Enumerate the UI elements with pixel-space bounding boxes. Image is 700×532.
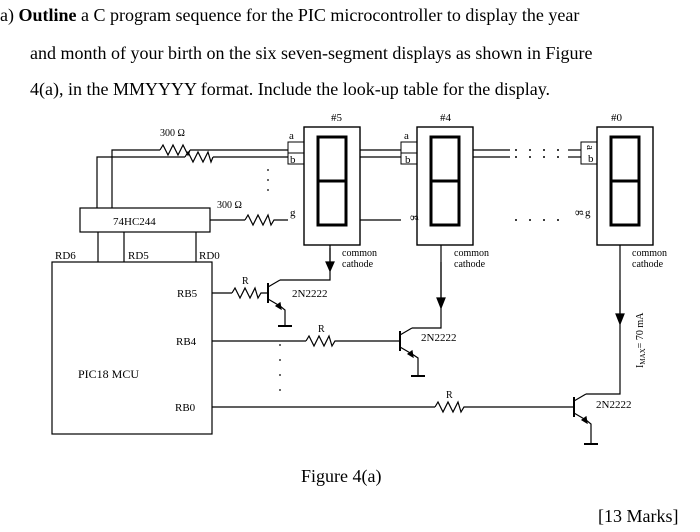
- question-line-1-text: a C program sequence for the PIC microco…: [76, 5, 580, 25]
- cathode-arrow-4-head: [436, 297, 446, 310]
- imax-annotation: IMAX= 70 mA: [635, 312, 647, 368]
- cathode-label-0: cathode: [632, 259, 664, 270]
- question-line-1: a) Outline a C program sequence for the …: [0, 4, 579, 26]
- segment-a-label-0: a: [584, 145, 596, 150]
- svg-text:IMAX= 70 mA: IMAX= 70 mA: [635, 312, 647, 368]
- cathode-label-5: cathode: [342, 259, 374, 270]
- rb4-resistor-label: R: [318, 324, 325, 335]
- q0-collector: [573, 393, 587, 402]
- seven-segment-display-4: [416, 126, 474, 246]
- imax-value: = 70 mA: [635, 312, 646, 348]
- imax-label: I: [635, 365, 646, 368]
- buffer-chip-label: 74HC244: [113, 216, 156, 228]
- resistor-300-a: [159, 143, 191, 157]
- rb5-resistor-label: R: [242, 276, 249, 287]
- q5-emitter-arrow: [274, 301, 282, 311]
- segment-a-label-4: a: [404, 130, 409, 142]
- cathode-label-4: cathode: [454, 259, 486, 270]
- seven-segment-display-5: [303, 126, 361, 246]
- common-label-4: common: [454, 248, 489, 259]
- figure-caption: Figure 4(a): [301, 466, 382, 486]
- imax-subscript: MAX: [639, 348, 647, 364]
- resistor-300-g: [244, 213, 288, 227]
- segment-box-0: [580, 141, 598, 165]
- port-rd5: RD5: [128, 250, 149, 262]
- segment-a-wire: [111, 149, 288, 208]
- segment-g-label-5: g: [290, 207, 296, 219]
- q4-label: 2N2222: [421, 332, 456, 344]
- segment-g-label-4: g: [410, 215, 422, 221]
- segment-b-wire: [96, 156, 288, 208]
- port-rb4: RB4: [176, 336, 197, 348]
- question-line-3: 4(a), in the MMYYYY format. Include the …: [30, 79, 551, 99]
- q4-collector-wire: [412, 245, 442, 329]
- resistor-300-a-label: 300 Ω: [160, 128, 185, 139]
- mcu-box: [51, 261, 213, 435]
- port-rd0: RD0: [199, 250, 220, 262]
- rb0-resistor: [434, 400, 574, 414]
- port-rb0: RB0: [175, 402, 196, 414]
- q0-emitter-wire: [585, 419, 592, 444]
- q5-collector-wire: [280, 245, 331, 281]
- q5-emitter-wire: [279, 305, 286, 326]
- common-label-0: common: [632, 248, 667, 259]
- port-rb5: RB5: [177, 288, 198, 300]
- display-label-5: #5: [331, 112, 343, 124]
- segment-box-4: [400, 141, 418, 165]
- marks-label: [13 Marks]: [598, 506, 679, 526]
- q4-collector: [399, 327, 413, 336]
- q4-emitter-wire: [411, 353, 419, 376]
- mcu-label: PIC18 MCU: [78, 367, 139, 381]
- q4-emitter-arrow: [406, 349, 414, 359]
- question-bold-word: Outline: [18, 5, 77, 25]
- question-part-label: a): [0, 5, 14, 25]
- q0-collector-wire: [586, 245, 621, 395]
- q5-collector: [267, 279, 281, 288]
- q0-label: 2N2222: [596, 399, 631, 411]
- segment-a-label-5: a: [289, 130, 294, 142]
- rb4-resistor: [305, 334, 400, 348]
- rb0-resistor-label: R: [446, 390, 453, 401]
- common-label-5: common: [342, 248, 377, 259]
- display-label-0: #0: [611, 112, 623, 124]
- resistor-300-g-label: 300 Ω: [217, 200, 242, 211]
- display-label-4: #4: [440, 112, 452, 124]
- port-rd6: RD6: [55, 250, 76, 262]
- segment-b-label-5: b: [290, 154, 296, 166]
- segment-box-5: [287, 141, 305, 165]
- segment-b-label-0: b: [588, 153, 594, 165]
- segment-g-label-0: g: [575, 210, 587, 216]
- q5-label: 2N2222: [292, 288, 327, 300]
- question-line-2: and month of your birth on the six seven…: [30, 43, 593, 63]
- seven-segment-display-0: [596, 126, 654, 246]
- rb5-resistor: [231, 286, 268, 300]
- segment-b-label-4: b: [405, 154, 411, 166]
- cathode-arrow-5-head: [325, 261, 335, 273]
- continuation-dots: [267, 149, 559, 391]
- cathode-arrow-0-head: [615, 313, 625, 326]
- q0-emitter-arrow: [580, 415, 588, 425]
- segment-g-label-0b: g: [585, 207, 591, 219]
- resistor-300-b: [184, 150, 214, 164]
